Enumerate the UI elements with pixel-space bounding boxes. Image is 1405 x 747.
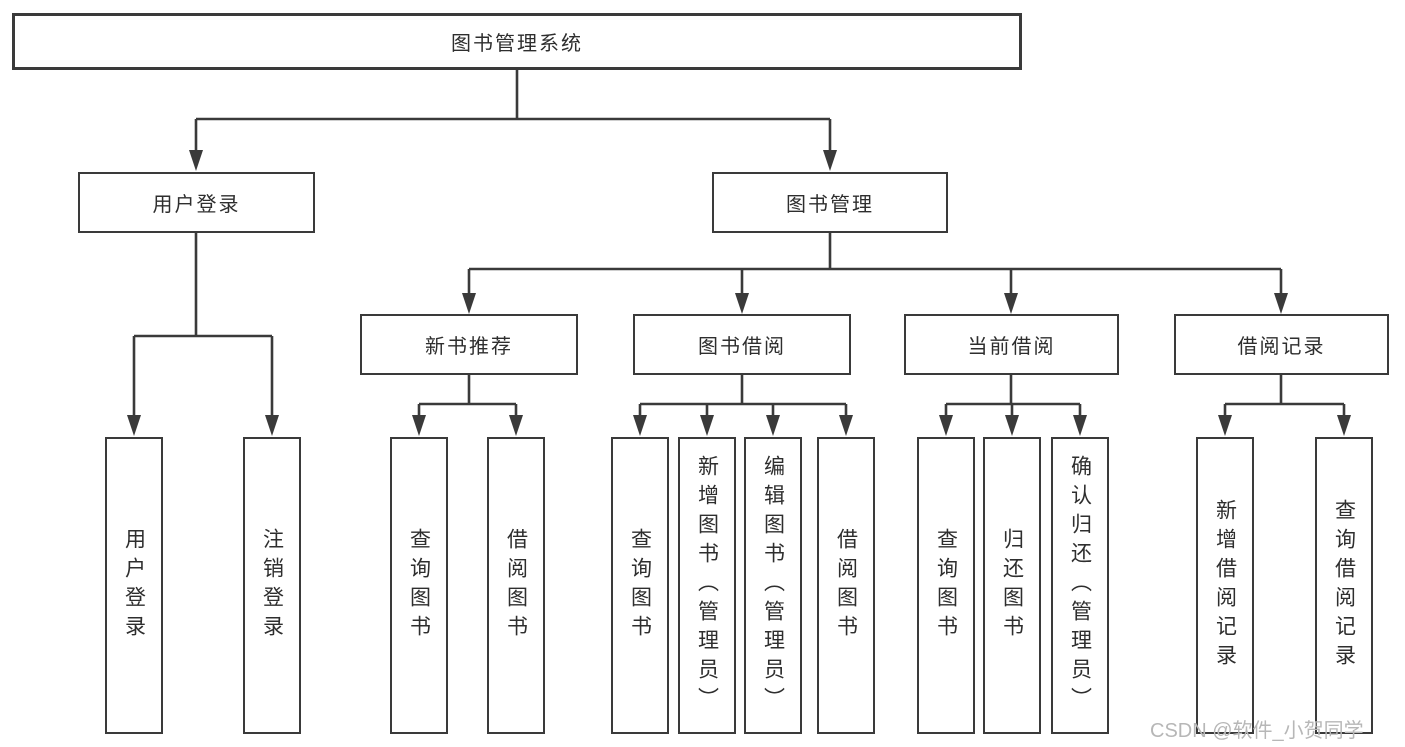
leaf-logout: 注销登录 [243, 437, 301, 734]
node-current-borrowing-label: 当前借阅 [967, 336, 1056, 358]
node-borrowing-records-label: 借阅记录 [1237, 336, 1326, 358]
node-root: 图书管理系统 [12, 13, 1022, 70]
leaf-query-books-recommend: 查询图书 [390, 437, 448, 734]
leaf-return-books-label: 归还图书 [1000, 527, 1024, 644]
leaf-add-borrow-record: 新增借阅记录 [1196, 437, 1254, 734]
leaf-query-books-borrowing-label: 查询图书 [628, 527, 652, 644]
leaf-add-books-admin-label: 新增图书（管理员） [695, 455, 719, 716]
watermark-csdn: CSDN @软件_小贺同学 [1150, 720, 1364, 742]
leaf-query-borrow-record: 查询借阅记录 [1315, 437, 1373, 734]
node-user-login-label: 用户登录 [152, 194, 241, 216]
leaf-query-books-borrowing: 查询图书 [611, 437, 669, 734]
leaf-add-books-admin: 新增图书（管理员） [678, 437, 736, 734]
leaf-logout-label: 注销登录 [260, 527, 284, 644]
leaf-add-borrow-record-label: 新增借阅记录 [1213, 498, 1237, 673]
leaf-borrow-books-recommend: 借阅图书 [487, 437, 545, 734]
leaf-edit-books-admin: 编辑图书（管理员） [744, 437, 802, 734]
node-user-login: 用户登录 [78, 172, 315, 233]
node-new-book-recommendation-label: 新书推荐 [425, 336, 513, 358]
leaf-query-books-recommend-label: 查询图书 [407, 527, 431, 644]
node-book-management: 图书管理 [712, 172, 948, 233]
leaf-query-books-current-label: 查询图书 [934, 527, 958, 644]
leaf-borrow-books-recommend-label: 借阅图书 [504, 527, 528, 644]
leaf-user-login: 用户登录 [105, 437, 163, 734]
node-book-borrowing-label: 图书借阅 [698, 336, 786, 358]
leaf-return-books: 归还图书 [983, 437, 1041, 734]
node-book-borrowing: 图书借阅 [633, 314, 851, 375]
leaf-borrow-books-borrowing: 借阅图书 [817, 437, 875, 734]
node-current-borrowing: 当前借阅 [904, 314, 1119, 375]
leaf-confirm-return-admin-label: 确认归还（管理员） [1068, 455, 1092, 716]
node-new-book-recommendation: 新书推荐 [360, 314, 578, 375]
node-root-label: 图书管理系统 [451, 33, 583, 55]
leaf-confirm-return-admin: 确认归还（管理员） [1051, 437, 1109, 734]
leaf-user-login-label: 用户登录 [122, 527, 146, 644]
leaf-borrow-books-borrowing-label: 借阅图书 [834, 527, 858, 644]
node-borrowing-records: 借阅记录 [1174, 314, 1389, 375]
leaf-edit-books-admin-label: 编辑图书（管理员） [761, 455, 785, 716]
node-book-management-label: 图书管理 [786, 194, 874, 216]
leaf-query-books-current: 查询图书 [917, 437, 975, 734]
leaf-query-borrow-record-label: 查询借阅记录 [1332, 498, 1356, 673]
